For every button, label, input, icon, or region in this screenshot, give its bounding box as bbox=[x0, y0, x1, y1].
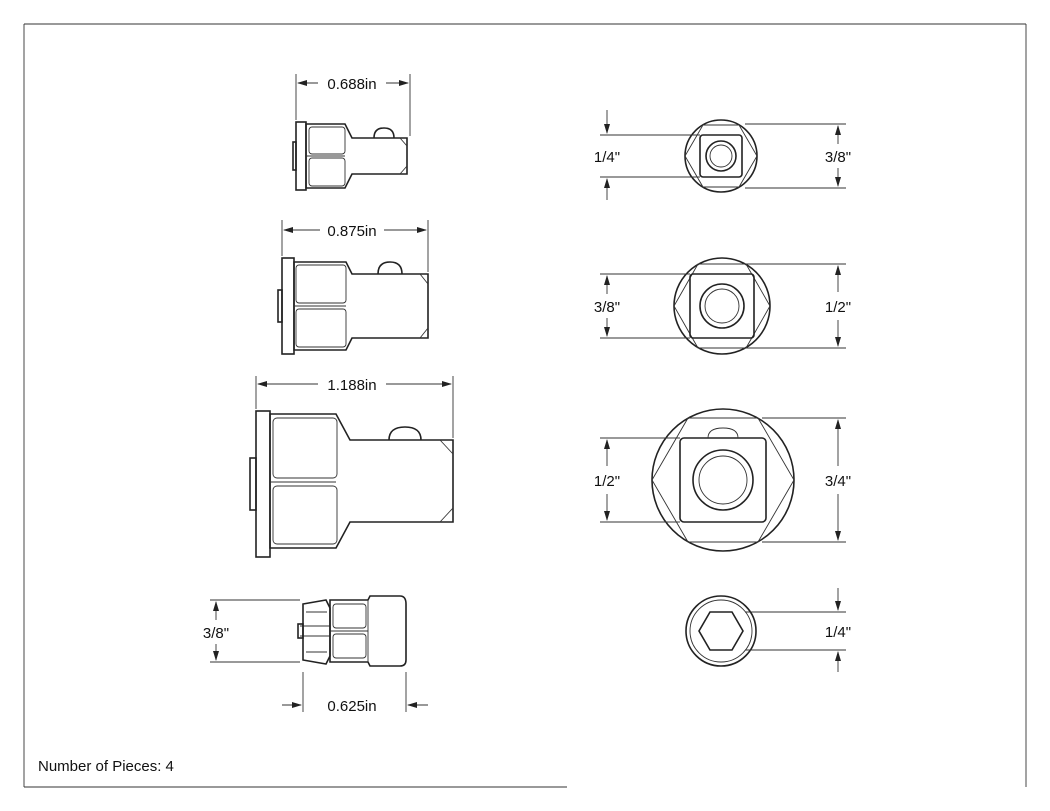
inner-label-1: 1/4" bbox=[594, 149, 620, 166]
dimension-height-4: 3/8" bbox=[203, 599, 300, 663]
end-view-adapter-3 bbox=[651, 408, 795, 552]
dimension-end-3: 1/2" 3/4" bbox=[594, 417, 851, 543]
pieces-count-label: Number of Pieces: 4 bbox=[38, 758, 174, 775]
sheet-border bbox=[23, 23, 1027, 788]
dimension-end-4: 1/4" bbox=[745, 588, 851, 672]
inner-label-3: 1/2" bbox=[594, 473, 620, 490]
length-label-2: 0.875in bbox=[327, 223, 376, 240]
end-view-socket-4 bbox=[685, 595, 757, 667]
outer-label-3: 3/4" bbox=[825, 473, 851, 490]
side-view-adapter-3 bbox=[249, 410, 454, 558]
end-view-adapter-2 bbox=[673, 257, 771, 355]
inner-label-2: 3/8" bbox=[594, 299, 620, 316]
height-label-4: 3/8" bbox=[203, 625, 229, 642]
dimension-length-4: 0.625in bbox=[282, 672, 428, 715]
outer-label-2: 1/2" bbox=[825, 299, 851, 316]
length-label-1: 0.688in bbox=[327, 76, 376, 93]
side-view-adapter-1 bbox=[292, 121, 408, 191]
end-view-adapter-1 bbox=[684, 119, 758, 193]
dimension-length-2: 0.875in bbox=[281, 220, 429, 272]
outer-label-1: 3/8" bbox=[825, 149, 851, 166]
length-label-4: 0.625in bbox=[327, 698, 376, 715]
hex-label-4: 1/4" bbox=[825, 624, 851, 641]
dimension-end-2: 3/8" 1/2" bbox=[594, 263, 851, 349]
side-view-adapter-2 bbox=[277, 257, 429, 355]
side-view-socket-4 bbox=[297, 595, 407, 667]
length-label-3: 1.188in bbox=[327, 377, 376, 394]
dimension-length-3: 1.188in bbox=[255, 376, 454, 438]
dimension-length-1: 0.688in bbox=[295, 74, 411, 136]
dimension-end-1: 1/4" 3/8" bbox=[594, 110, 851, 200]
